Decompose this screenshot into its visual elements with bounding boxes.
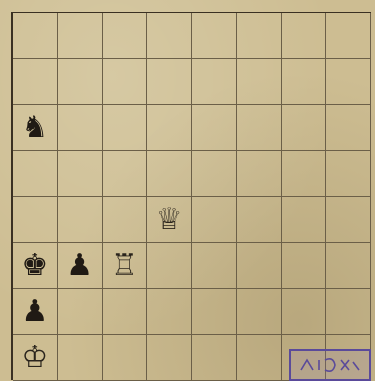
square-a7[interactable] [13,59,58,105]
square-d5[interactable] [147,151,192,197]
square-f4[interactable] [237,197,282,243]
square-d8[interactable] [147,13,192,59]
square-b2[interactable] [58,289,103,335]
square-a8[interactable] [13,13,58,59]
square-g6[interactable] [282,105,327,151]
square-a6[interactable]: ♞ [13,105,58,151]
square-h3[interactable] [326,243,371,289]
square-f7[interactable] [237,59,282,105]
square-e3[interactable] [192,243,237,289]
square-g4[interactable] [282,197,327,243]
top-cropped-text [0,0,375,12]
square-a5[interactable] [13,151,58,197]
square-e8[interactable] [192,13,237,59]
square-b5[interactable] [58,151,103,197]
square-g7[interactable] [282,59,327,105]
square-h6[interactable] [326,105,371,151]
square-a2[interactable]: ♟ [13,289,58,335]
square-h5[interactable] [326,151,371,197]
square-e6[interactable] [192,105,237,151]
square-g5[interactable] [282,151,327,197]
black-pawn-icon[interactable]: ♟ [66,251,93,281]
square-d6[interactable] [147,105,192,151]
white-rook-icon[interactable]: ♖ [111,251,138,281]
square-a1[interactable]: ♔ [13,335,58,381]
square-e5[interactable] [192,151,237,197]
square-d7[interactable] [147,59,192,105]
square-b7[interactable] [58,59,103,105]
square-c6[interactable] [103,105,148,151]
square-e4[interactable] [192,197,237,243]
board-row [13,13,371,59]
square-c8[interactable] [103,13,148,59]
square-h8[interactable] [326,13,371,59]
black-pawn-icon[interactable]: ♟ [21,297,48,327]
board-row: ♞ [13,105,371,151]
square-c2[interactable] [103,289,148,335]
square-b3[interactable]: ♟ [58,243,103,289]
square-c4[interactable] [103,197,148,243]
square-g2[interactable] [282,289,327,335]
chess-board: ♞ ♕ ♚ ♟ ♖ ♟ ♔ [11,12,371,380]
square-c7[interactable] [103,59,148,105]
black-knight-icon[interactable]: ♞ [21,113,48,143]
square-b6[interactable] [58,105,103,151]
square-f8[interactable] [237,13,282,59]
square-h7[interactable] [326,59,371,105]
square-f1[interactable] [237,335,282,381]
square-f2[interactable] [237,289,282,335]
board-row [13,59,371,105]
square-b1[interactable] [58,335,103,381]
square-b8[interactable] [58,13,103,59]
square-f3[interactable] [237,243,282,289]
square-d1[interactable] [147,335,192,381]
square-f6[interactable] [237,105,282,151]
board-row: ♕ [13,197,371,243]
square-e2[interactable] [192,289,237,335]
stamp-icon-shape [295,354,365,376]
square-f5[interactable] [237,151,282,197]
square-d2[interactable] [147,289,192,335]
square-e1[interactable] [192,335,237,381]
board-row: ♟ [13,289,371,335]
square-b4[interactable] [58,197,103,243]
white-queen-icon[interactable]: ♕ [156,205,183,235]
board-row: ♚ ♟ ♖ [13,243,371,289]
square-g8[interactable] [282,13,327,59]
square-e7[interactable] [192,59,237,105]
square-a3[interactable]: ♚ [13,243,58,289]
square-g3[interactable] [282,243,327,289]
square-c3[interactable]: ♖ [103,243,148,289]
square-h2[interactable] [326,289,371,335]
stamp-icon [289,349,371,381]
square-c5[interactable] [103,151,148,197]
square-d4[interactable]: ♕ [147,197,192,243]
square-h4[interactable] [326,197,371,243]
square-d3[interactable] [147,243,192,289]
black-king-icon[interactable]: ♚ [21,251,48,281]
square-c1[interactable] [103,335,148,381]
white-king-icon[interactable]: ♔ [21,343,48,373]
square-a4[interactable] [13,197,58,243]
board-row [13,151,371,197]
